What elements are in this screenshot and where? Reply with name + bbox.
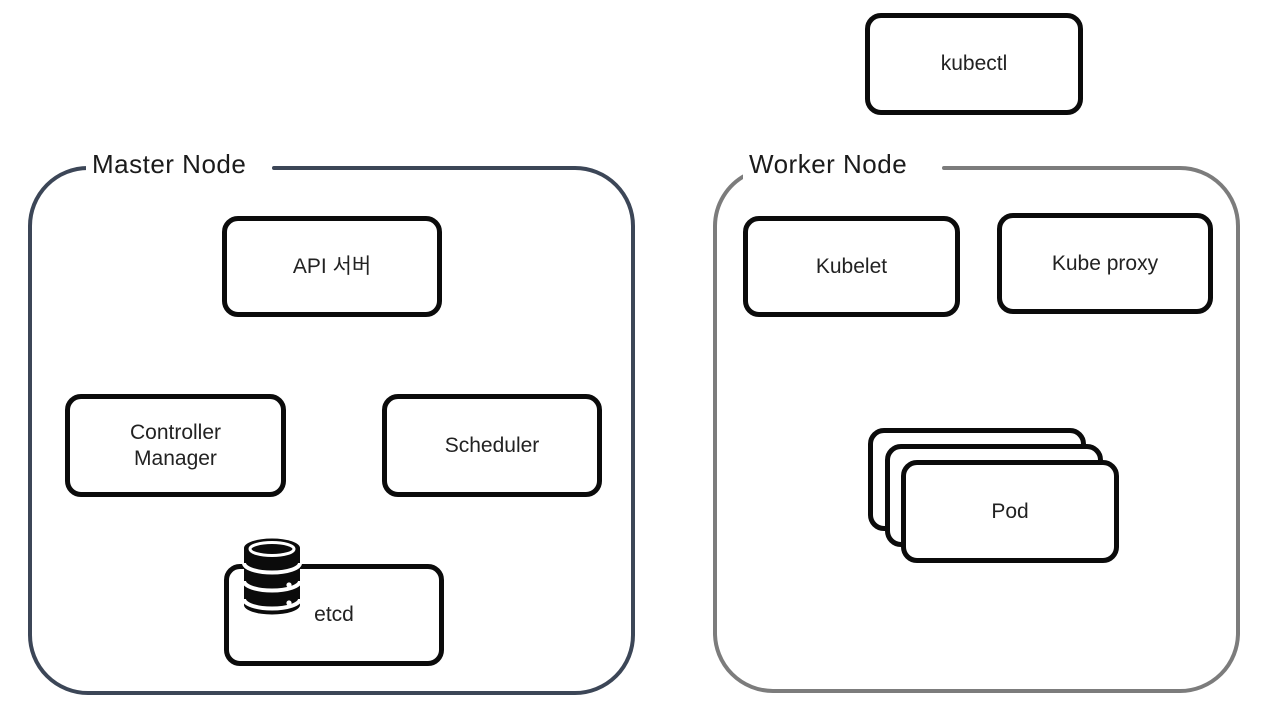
database-icon bbox=[242, 538, 302, 615]
controller-manager-box: Controller Manager bbox=[65, 394, 286, 497]
kube-proxy-label: Kube proxy bbox=[1051, 251, 1159, 275]
kube-proxy-box: Kube proxy bbox=[997, 213, 1213, 314]
kubelet-label: Kubelet bbox=[815, 254, 888, 278]
scheduler-label: Scheduler bbox=[444, 433, 540, 457]
master-node-border bbox=[28, 166, 635, 695]
worker-node-container: Worker Node Kubelet Kube proxy Pod bbox=[711, 148, 1242, 695]
api-server-box: API 서버 bbox=[222, 216, 442, 317]
master-node-title: Master Node bbox=[86, 148, 253, 180]
kubelet-box: Kubelet bbox=[743, 216, 960, 317]
kubectl-label: kubectl bbox=[940, 52, 1008, 75]
pod-stack: Pod bbox=[868, 428, 1120, 564]
etcd-label: etcd bbox=[314, 603, 354, 626]
scheduler-box: Scheduler bbox=[382, 394, 602, 497]
pod-card-front: Pod bbox=[901, 460, 1119, 563]
master-node-container: Master Node API 서버 Controller Manager Sc… bbox=[26, 148, 637, 697]
api-server-label: API 서버 bbox=[292, 254, 372, 278]
pod-label: Pod bbox=[991, 499, 1029, 523]
controller-manager-label-line1: Controller bbox=[129, 420, 222, 444]
controller-manager-label-line2: Manager bbox=[134, 446, 217, 470]
worker-node-border bbox=[713, 166, 1240, 693]
kubectl-box: kubectl bbox=[865, 13, 1083, 115]
worker-node-title: Worker Node bbox=[743, 148, 914, 180]
